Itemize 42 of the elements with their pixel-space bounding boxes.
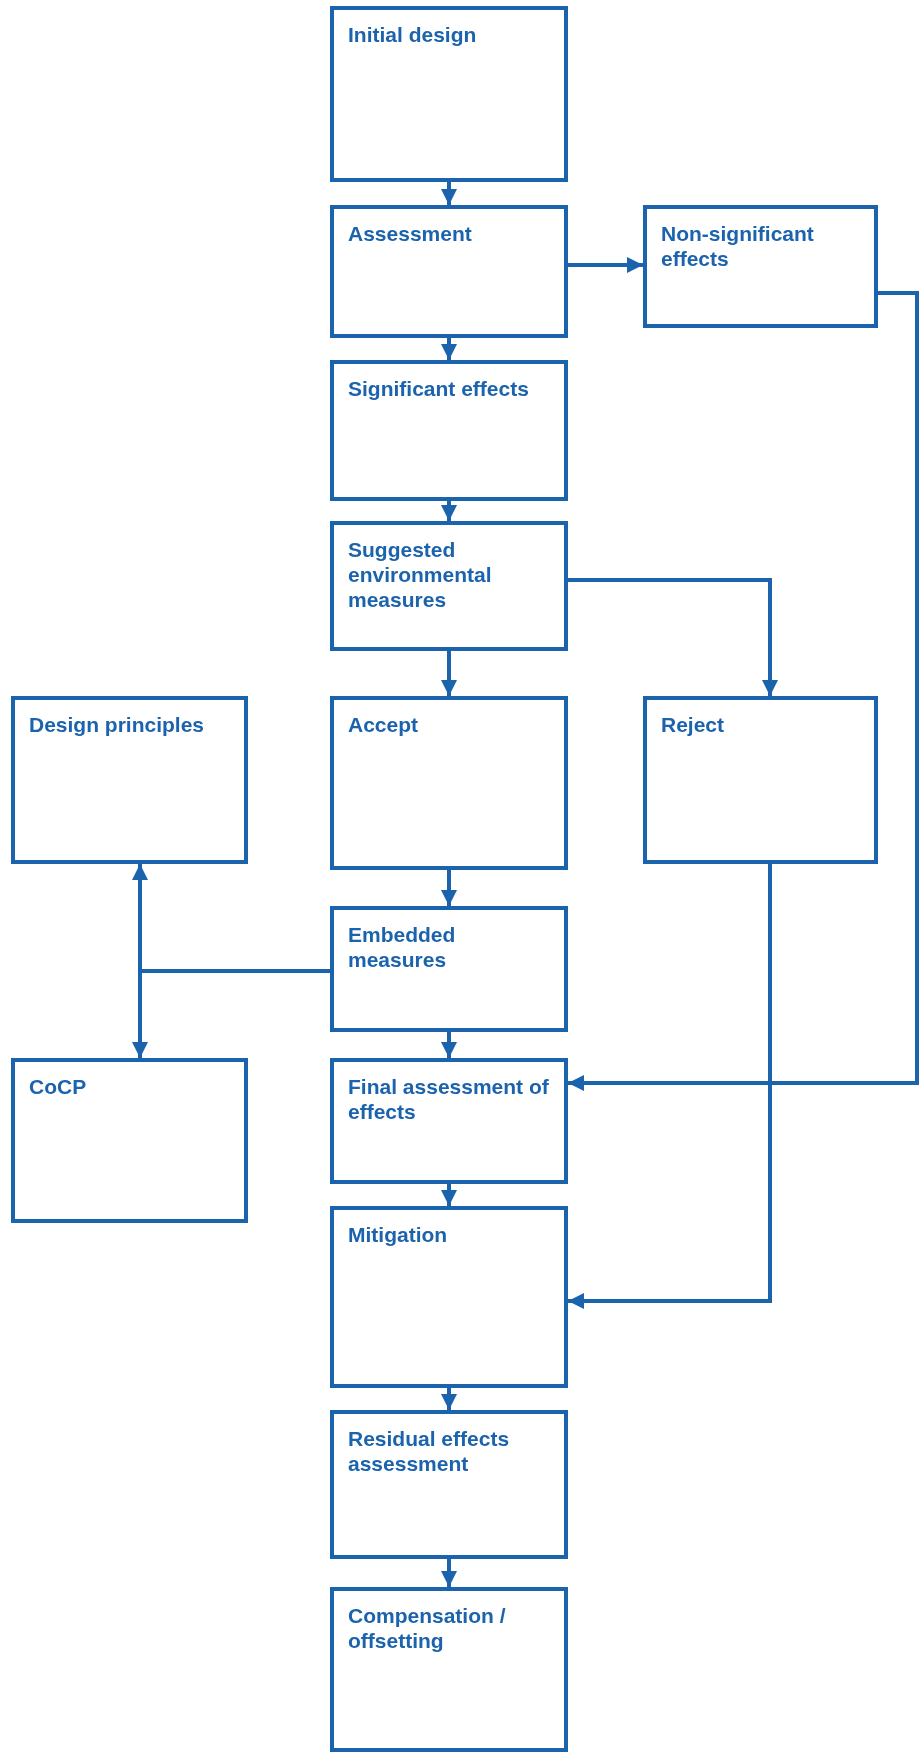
arrow [441, 1388, 457, 1410]
arrow [441, 182, 457, 205]
box-label: Compensation / offsetting [348, 1603, 507, 1654]
arrow [441, 1032, 457, 1058]
box-label: Assessment [348, 221, 472, 247]
process-box [330, 906, 568, 1032]
process-box [643, 205, 878, 328]
box-label: Embedded measures [348, 922, 457, 973]
arrow [441, 651, 457, 696]
process-box [11, 696, 248, 864]
process-box [330, 360, 568, 501]
process-box [330, 696, 568, 870]
box-label: Accept [348, 712, 419, 738]
arrow [568, 291, 919, 1091]
arrow [441, 1559, 457, 1587]
process-box [330, 1587, 568, 1752]
box-label: Significant effects [348, 376, 529, 402]
process-box [330, 205, 568, 338]
arrow [441, 1184, 457, 1206]
arrow [568, 257, 643, 273]
box-label: Reject [661, 712, 725, 738]
box-label: Initial design [348, 22, 477, 48]
process-box [330, 1058, 568, 1184]
arrow [441, 501, 457, 521]
process-box [330, 6, 568, 182]
process-box [330, 521, 568, 651]
box-label: Non-significant effects [661, 221, 815, 272]
process-box [330, 1410, 568, 1559]
process-box [11, 1058, 248, 1223]
box-label: Suggested environmental measures [348, 537, 493, 613]
process-box [643, 696, 878, 864]
arrow [568, 864, 772, 1309]
box-label: Final assessment of effects [348, 1074, 550, 1125]
box-label: CoCP [29, 1074, 87, 1100]
box-label: Design principles [29, 712, 205, 738]
process-box [330, 1206, 568, 1388]
arrow [441, 338, 457, 360]
box-label: Residual effects assessment [348, 1426, 511, 1477]
arrow [441, 870, 457, 906]
box-label: Mitigation [348, 1222, 448, 1248]
arrow [568, 578, 778, 696]
arrow [132, 969, 330, 1058]
